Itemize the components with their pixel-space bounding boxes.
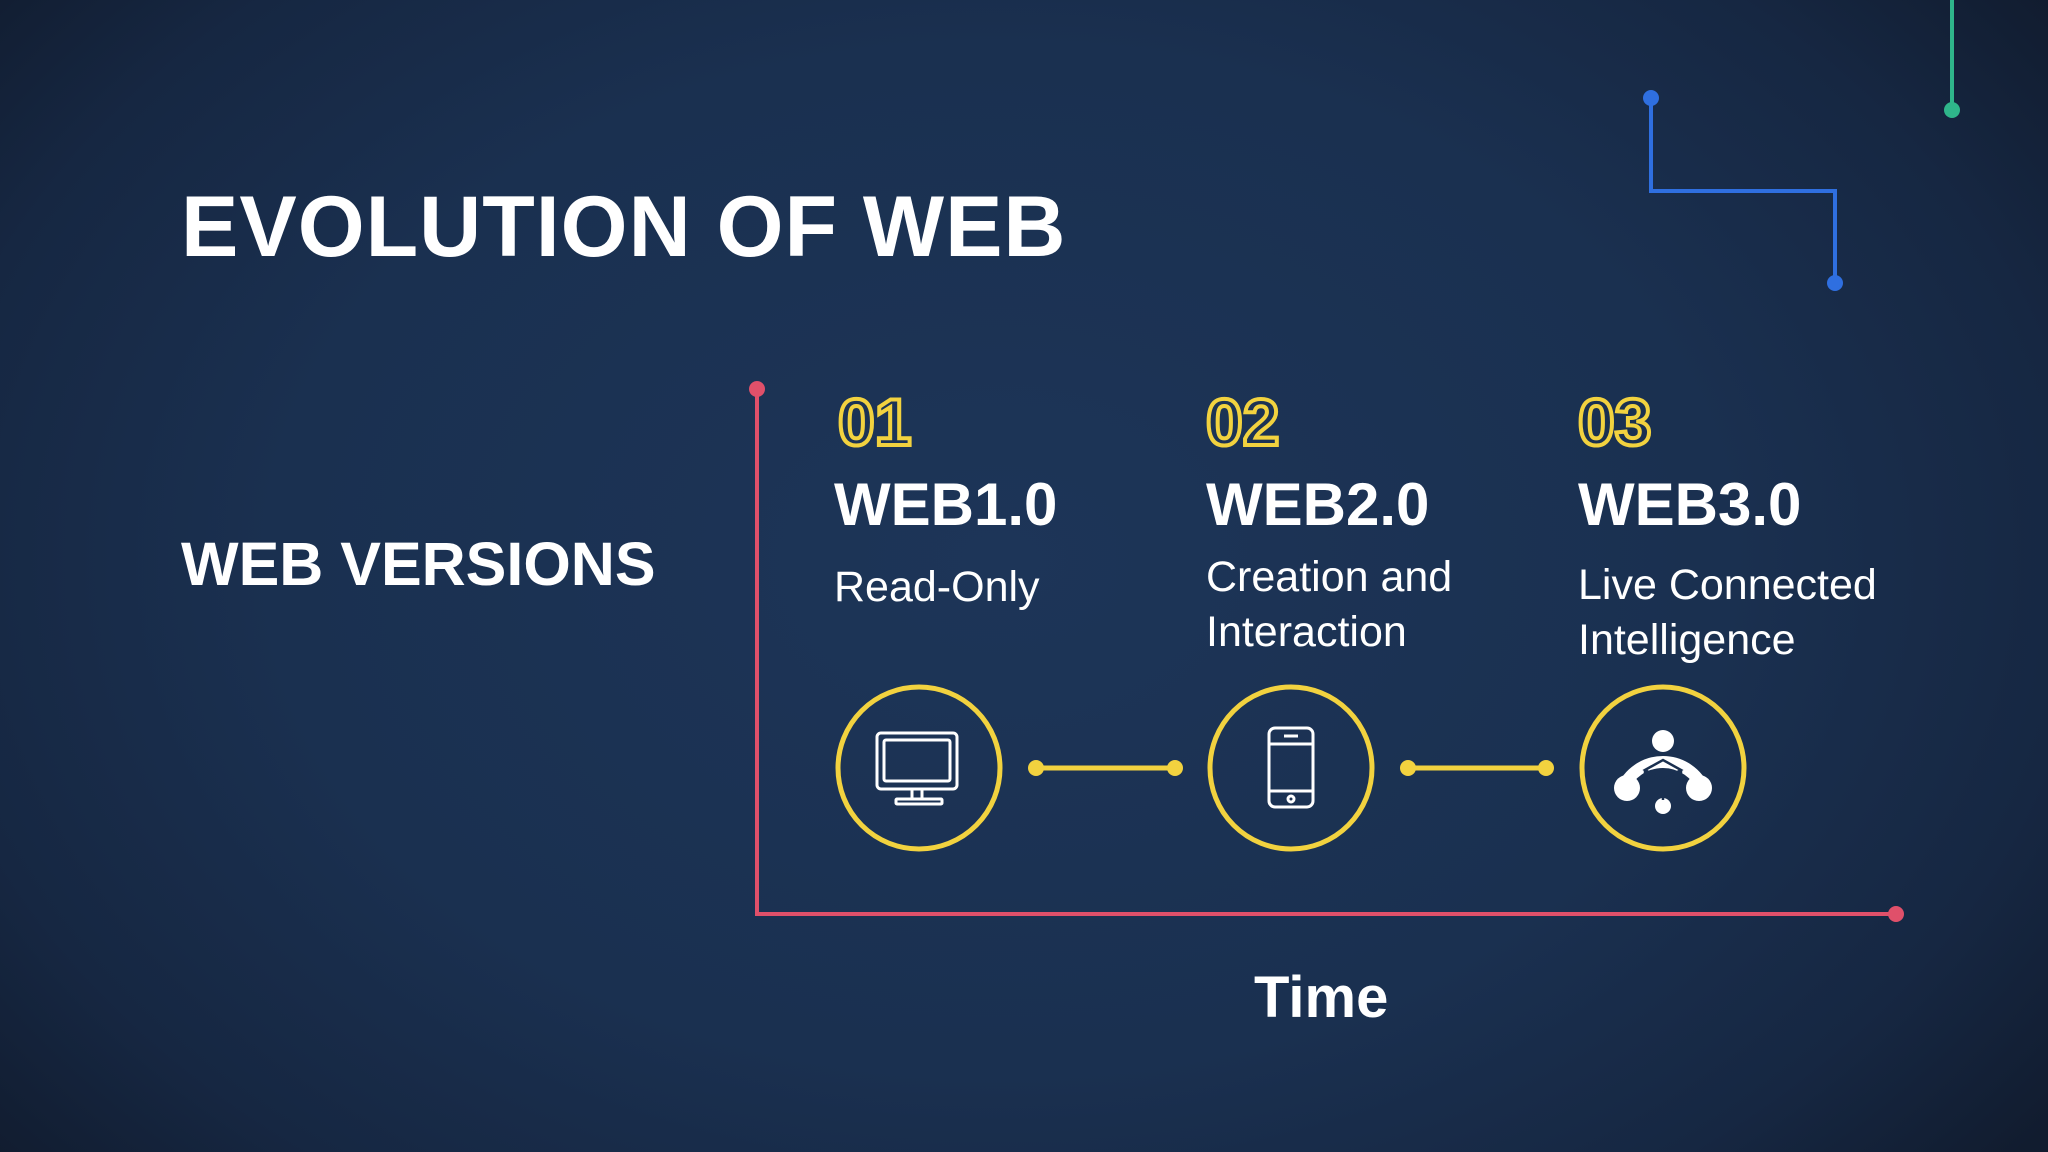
network-nodes-icon — [1614, 730, 1712, 814]
version-2-circle — [1207, 684, 1375, 852]
version-1-name: WEB1.0 — [834, 471, 1058, 538]
version-3-number: 03 — [1576, 383, 1653, 461]
axis-top-dot — [749, 381, 765, 397]
time-axis — [749, 381, 1904, 922]
version-3-description: Live Connected Intelligence — [1578, 558, 1877, 668]
version-2-description: Creation and Interaction — [1206, 550, 1452, 660]
circuit-decoration-green — [1944, 0, 1960, 118]
smartphone-icon — [1267, 726, 1315, 809]
page-title: EVOLUTION OF WEB — [181, 179, 1067, 275]
version-3-name: WEB3.0 — [1578, 471, 1802, 538]
version-2-description-line: Interaction — [1206, 608, 1407, 656]
version-1-description: Read-Only — [834, 560, 1040, 615]
axis-end-dot — [1888, 906, 1904, 922]
version-1-circle — [835, 684, 1003, 852]
version-1-description-line: Read-Only — [834, 563, 1040, 611]
connector-1-2 — [1028, 760, 1183, 776]
circuit-decoration-blue — [1643, 90, 1843, 291]
version-1-number: 01 — [836, 383, 913, 461]
axis-label-time: Time — [1254, 965, 1389, 1030]
version-3-description-line: Live Connected — [1578, 561, 1877, 609]
version-2-name: WEB2.0 — [1206, 471, 1430, 538]
version-2-description-line: Creation and — [1206, 553, 1453, 601]
version-3-description-line: Intelligence — [1578, 616, 1796, 664]
connector-2-3 — [1400, 760, 1554, 776]
monitor-icon — [875, 731, 959, 806]
version-3-circle — [1579, 684, 1747, 852]
version-2-number: 02 — [1204, 383, 1281, 461]
section-subtitle: WEB VERSIONS — [181, 530, 656, 598]
